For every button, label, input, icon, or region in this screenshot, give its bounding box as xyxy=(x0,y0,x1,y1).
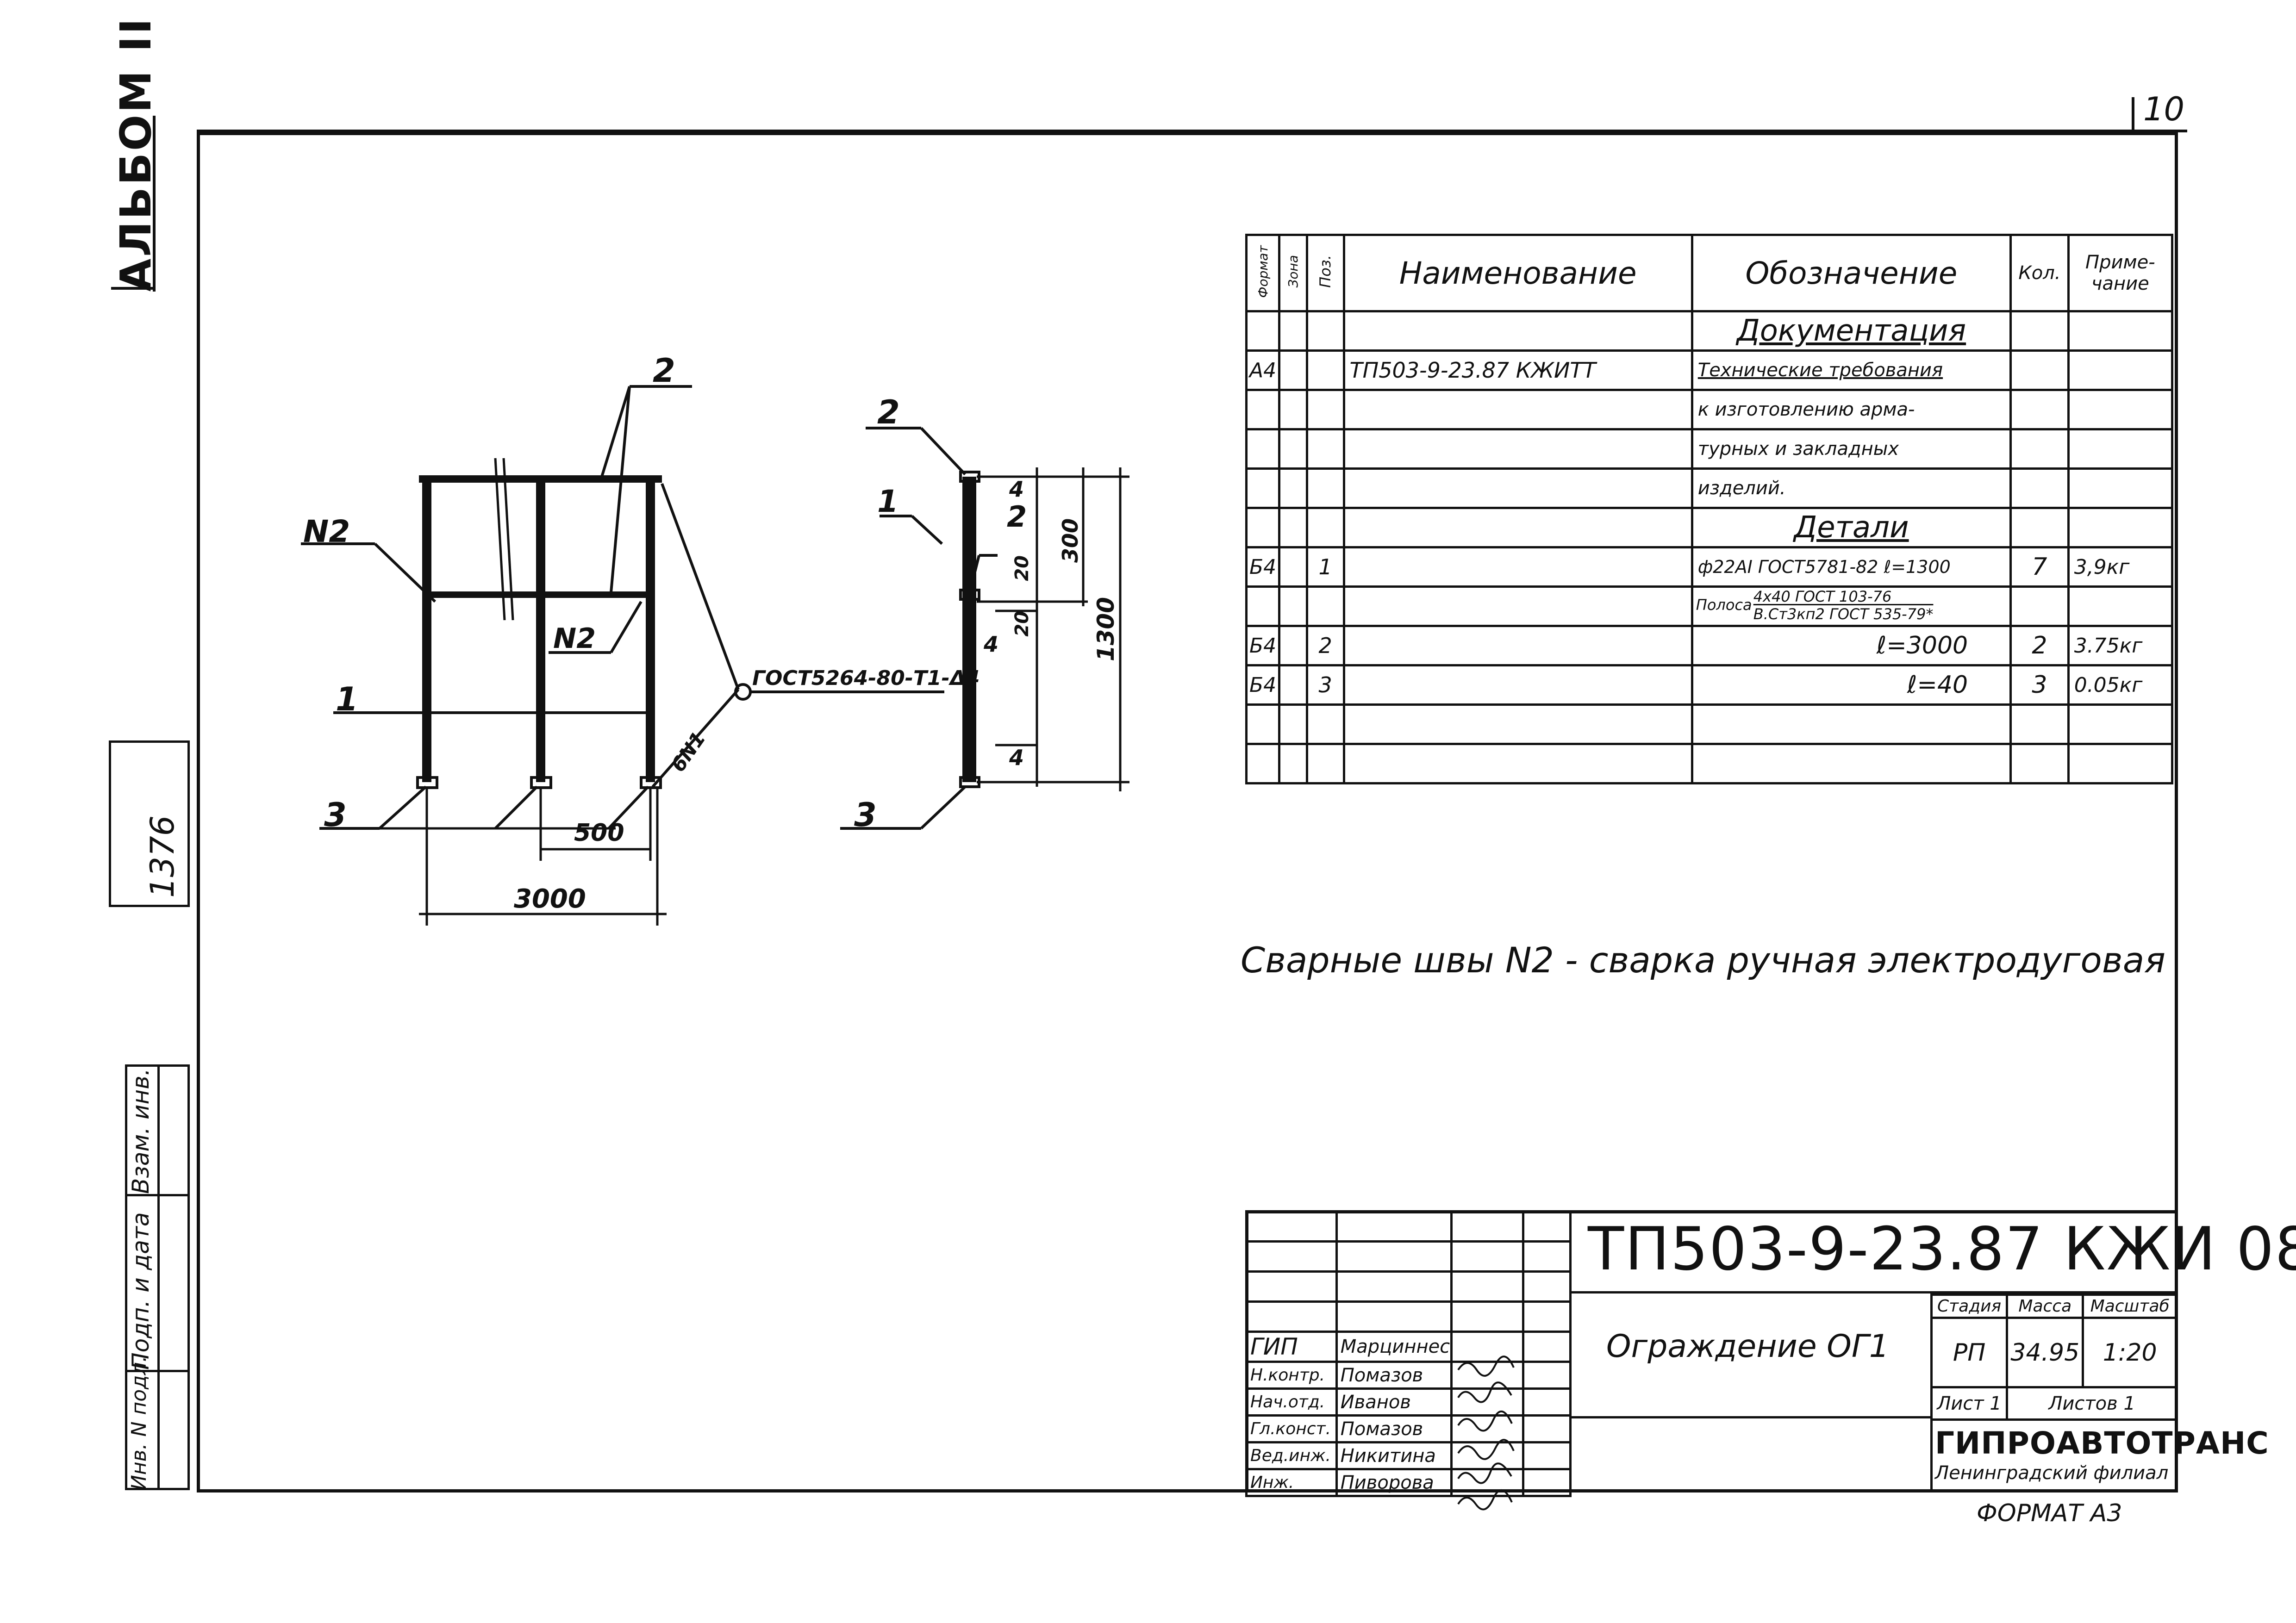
stage-label: Стадия xyxy=(1930,1293,2009,1319)
row4-designation: ℓ=40 xyxy=(1691,664,2012,706)
col-note-header: Приме-чание xyxy=(2067,234,2174,312)
staff-role-5: Вед.инж. xyxy=(1245,1441,1338,1470)
label-weld-n2-left: N2 xyxy=(303,514,350,549)
doc-line-2: к изготовлению арма- xyxy=(1691,389,2012,430)
doc-line-4: изделий. xyxy=(1691,467,2012,509)
dim-side-4-mid: 4 xyxy=(984,632,999,657)
page-number: 10 xyxy=(2143,90,2185,128)
col-name-header: Наименование xyxy=(1342,234,1693,312)
break-mark-2 xyxy=(502,458,514,621)
drawing-code: ТП503-9-23.87 КЖИ 080 xyxy=(1588,1215,2296,1284)
signature-1 xyxy=(1457,1356,1515,1377)
doc-line-1: Технические требования xyxy=(1691,349,2012,391)
staff-role-3: Нач.отд. xyxy=(1245,1387,1338,1417)
code-cell xyxy=(1572,1210,2178,1293)
label-pos2-side: 2 xyxy=(877,393,900,431)
scale-label: Масштаб xyxy=(2082,1293,2178,1319)
row1-pos: 1 xyxy=(1305,546,1345,588)
sheet-count: Листов 1 xyxy=(2006,1386,2178,1421)
drawing-frame xyxy=(197,132,2178,1492)
staff-role-6: Инж. xyxy=(1245,1468,1338,1497)
label-pos1-side: 1 xyxy=(877,484,898,519)
row1-format: Б4 xyxy=(1245,546,1281,588)
signature-3 xyxy=(1457,1410,1513,1432)
row1-qty: 7 xyxy=(2009,546,2070,588)
staff-name-3: Иванов xyxy=(1335,1387,1453,1417)
label-pos2-front: 2 xyxy=(653,352,675,390)
break-mark-1 xyxy=(494,458,506,621)
staff-name-6: Пиворова xyxy=(1335,1468,1453,1497)
paper-format: ФОРМАТ А3 xyxy=(1977,1499,2122,1527)
row4-qty: 3 xyxy=(2009,664,2070,706)
dim-side-4-top: 4 xyxy=(1009,477,1024,502)
staff-role-2: Н.контр. xyxy=(1245,1361,1338,1390)
label-pos1-front: 1 xyxy=(336,680,358,718)
col-qty-header: Кол. xyxy=(2009,234,2070,312)
staff-name-5: Никитина xyxy=(1335,1441,1453,1470)
dim-500: 500 xyxy=(574,819,624,847)
label-weld-n2-middle: N2 xyxy=(553,622,596,655)
label-pos3-front: 3 xyxy=(324,796,347,834)
doc-format: А4 xyxy=(1245,349,1281,391)
label-pos3-side: 3 xyxy=(854,796,877,834)
row4-pos: 3 xyxy=(1305,664,1345,706)
page-number-divider xyxy=(2132,97,2134,134)
mass-label: Масса xyxy=(2006,1293,2084,1319)
organization-branch: Ленинградский филиал xyxy=(1935,1462,2169,1484)
weld-note: Сварные швы N2 - сварка ручная электроду… xyxy=(1241,939,2166,981)
empty-cell xyxy=(1572,1418,1933,1492)
row3-note: 3.75кг xyxy=(2067,625,2174,666)
row1-designation: ф22АI ГОСТ5781-82 ℓ=1300 xyxy=(1691,546,2012,588)
dim-3000: 3000 xyxy=(514,884,586,914)
section-details: Детали xyxy=(1691,507,2012,548)
signature-6 xyxy=(1457,1489,1513,1511)
staff-name-4: Помазов xyxy=(1335,1414,1453,1443)
album-label-underline xyxy=(111,287,155,290)
mass-value: 34.95 xyxy=(2006,1317,2084,1388)
col-designation-header: Обозначение xyxy=(1691,234,2012,312)
row2-top: 4х40 ГОСТ 103-76 xyxy=(1753,588,1892,606)
stage-value: РП xyxy=(1930,1317,2009,1388)
row2-designation: Полоса 4х40 ГОСТ 103-76 В.Ст3кп2 ГОСТ 53… xyxy=(1691,585,2012,627)
doc-line-3: турных и закладных xyxy=(1691,428,2012,470)
section-documentation: Документация xyxy=(1691,310,2012,352)
signature-5 xyxy=(1457,1462,1512,1484)
drawing-title: Ограждение ОГ1 xyxy=(1606,1328,1889,1365)
staff-name-1: Марциннес xyxy=(1335,1331,1453,1363)
scale-value: 1:20 xyxy=(2082,1317,2178,1388)
staff-name-2: Помазов xyxy=(1335,1361,1453,1390)
doc-name: ТП503-9-23.87 КЖИТТ xyxy=(1342,349,1693,391)
row4-note: 0.05кг xyxy=(2067,664,2174,706)
row2-bottom: В.Ст3кп2 ГОСТ 535-79* xyxy=(1753,605,1934,623)
dim-side-4-bottom: 4 xyxy=(1009,745,1024,770)
stage-grid: Стадия Масса Масштаб РП 34.95 1:20 Лист … xyxy=(1930,1293,2178,1421)
label-pos2-side-mid: 2 xyxy=(1007,500,1027,534)
label-weld-reference: ГОСТ5264-80-Т1-Δ4 xyxy=(752,666,980,690)
inventory-box xyxy=(109,740,190,907)
frame-top-line xyxy=(197,130,2187,132)
row3-format: Б4 xyxy=(1245,625,1281,666)
organization: ГИПРОАВТОТРАНС xyxy=(1935,1425,2269,1461)
row3-designation: ℓ=3000 xyxy=(1691,625,2012,666)
staff-role-4: Гл.конст. xyxy=(1245,1414,1338,1443)
signature-2 xyxy=(1457,1381,1512,1403)
row1-note: 3,9кг xyxy=(2067,546,2174,588)
signature-4 xyxy=(1457,1439,1515,1460)
row2-prefix: Полоса xyxy=(1696,596,1752,614)
specification-table: Формат Зона Поз. Наименование Обозначени… xyxy=(1245,234,2174,784)
album-label-border xyxy=(153,116,156,292)
staff-role-1: ГИП xyxy=(1245,1331,1338,1363)
row3-pos: 2 xyxy=(1305,625,1345,666)
sheet-number: Лист 1 xyxy=(1930,1386,2009,1421)
staff-grid: ГИП Марциннес Н.контр. Помазов Нач.отд. … xyxy=(1245,1210,1572,1497)
left-stamp-column xyxy=(157,1064,160,1490)
row3-qty: 2 xyxy=(2009,625,2070,666)
row4-format: Б4 xyxy=(1245,664,1281,706)
